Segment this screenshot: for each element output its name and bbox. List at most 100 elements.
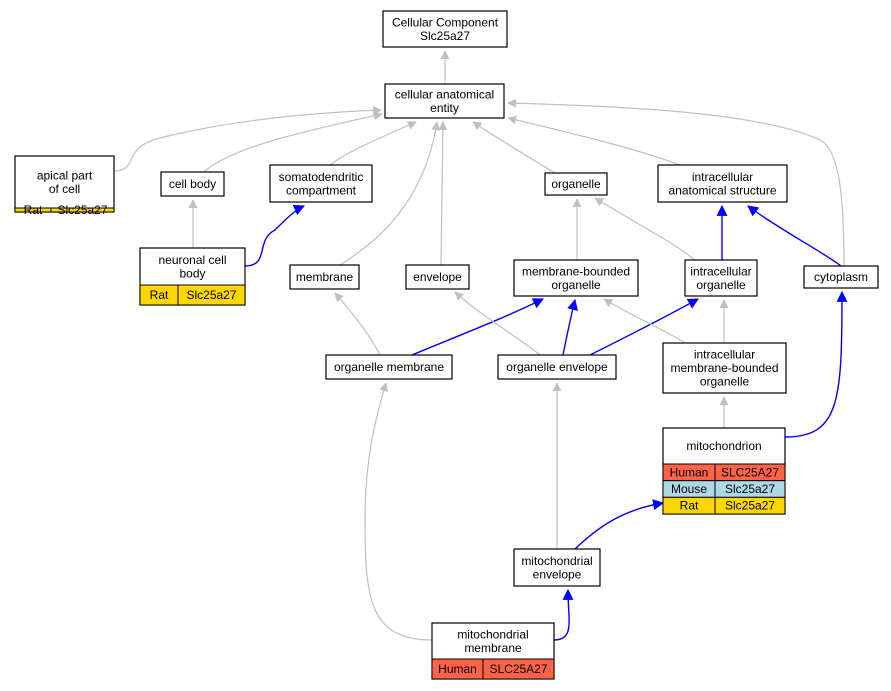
edge-mito-to-cytoplasm [784,290,848,438]
node-box [684,259,758,297]
node-label-line: membrane [464,641,522,655]
node-label-line: envelope [413,270,462,284]
node-label-line: mitochondrion [686,439,761,453]
node-box [382,10,508,48]
node-label-line: body [179,266,205,280]
node-box [160,171,225,197]
node-label-line: anatomical structure [668,183,776,197]
node-box [405,264,470,290]
gene-label: SLC25A27 [721,465,779,479]
edge-neuronal-to-somato [244,205,306,267]
node-label-line: mitochondrial [521,554,592,568]
node-label-line: cell body [169,177,216,191]
node-cellbody[interactable]: cell body [160,171,225,197]
node-label-line: organelle [700,375,750,389]
edges-layer [113,50,848,641]
node-label-line: organelle [551,177,601,191]
node-label-line: organelle [696,278,746,292]
node-label-line: intracellular [690,264,751,278]
node-box [662,342,787,394]
node-box [657,164,788,203]
gene-cell [50,207,115,213]
node-label-line: compartment [286,183,357,197]
edge-io-to-organelle [594,197,696,261]
edge-mitomem-to-mitoenv [553,588,574,641]
node-label-line: cellular anatomical [395,87,494,101]
node-cytoplasm[interactable]: cytoplasm [803,265,879,289]
edge-somato-to-cae [329,121,417,166]
gene-label: Slc25a27 [725,482,775,496]
edge-orgmem-to-membrane [334,292,381,356]
node-box [513,548,601,587]
species-label: Rat [24,203,43,217]
node-label-line: neuronal cell [158,253,226,267]
gene-cell [482,658,555,680]
node-label-line: envelope [533,567,582,581]
edge-imbo-to-mbo [603,298,686,344]
node-box [513,259,639,297]
node-label-line: apical part [37,168,93,182]
node-label-line: intracellular [692,170,753,184]
gene-cell [177,284,246,306]
node-box [289,264,360,290]
node-label-line: membrane [296,270,354,284]
edge-orgenv-to-io [589,298,699,356]
node-organelle[interactable]: organelle [544,172,608,196]
node-box [497,354,617,380]
gene-label: Slc25a27 [57,203,107,217]
edge-cytoplasm-to-cae [507,98,845,267]
edge-membrane-to-cae [339,121,441,266]
gene-label: SLC25A27 [489,662,547,676]
node-label-line: of cell [49,182,80,196]
edge-orgenv-to-mbo [562,298,578,356]
species-label: Human [670,465,709,479]
node-label-line: mitochondrial [457,627,528,641]
edge-organelle-to-cae [472,121,556,174]
gene-cell [714,496,786,515]
species-label: Rat [680,499,699,513]
edge-orgenv-to-envelope [454,291,541,356]
edge-apical-to-cae [113,105,382,172]
node-orgmem[interactable]: organelle membrane [325,354,453,380]
species-label: Human [438,662,477,676]
node-label-line: membrane-bounded [670,361,778,375]
node-box [269,164,373,203]
edge-ias-to-cae [507,115,681,166]
edge-envelope-to-cae [438,121,448,266]
edge-orgmem-to-mbo [411,298,544,356]
node-label-line: entity [430,101,459,115]
node-membrane[interactable]: membrane [289,264,360,290]
edge-cytoplasm-to-ias [747,205,842,267]
edge-mitomem-to-orgmem [364,382,433,641]
edge-mitoenv-to-mito [574,499,665,550]
node-label-line: organelle envelope [506,360,608,374]
node-envelope[interactable]: envelope [405,264,470,290]
gene-label: Slc25a27 [186,288,236,302]
gene-label: Slc25a27 [725,499,775,513]
node-label-line: Cellular Component [392,15,499,29]
node-box [325,354,453,380]
node-box [544,172,608,196]
node-box [384,83,505,119]
species-label: Mouse [671,482,707,496]
node-label-line: organelle membrane [334,360,444,374]
node-orgenv[interactable]: organelle envelope [497,354,617,380]
node-label-line: cytoplasm [814,270,868,284]
edge-cellbody-to-cae [203,111,383,173]
node-label-line: organelle [551,278,601,292]
species-label: Rat [150,288,169,302]
